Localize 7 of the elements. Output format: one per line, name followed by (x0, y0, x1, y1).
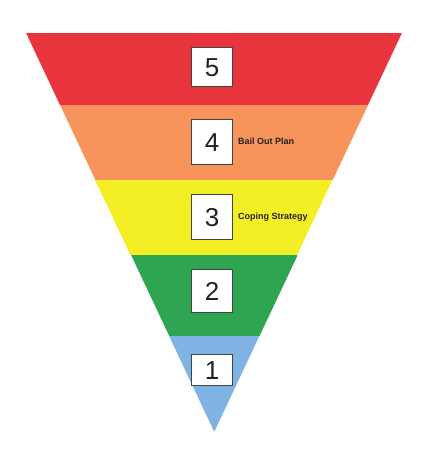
number-card: 5 (191, 47, 233, 87)
band-label: Bail Out Plan (238, 136, 294, 146)
number-card: 1 (190, 354, 233, 386)
number-card: 3 (190, 194, 233, 240)
band-label: Coping Strategy (238, 210, 308, 220)
number-card: 4 (190, 119, 233, 165)
number-card: 2 (190, 269, 233, 313)
